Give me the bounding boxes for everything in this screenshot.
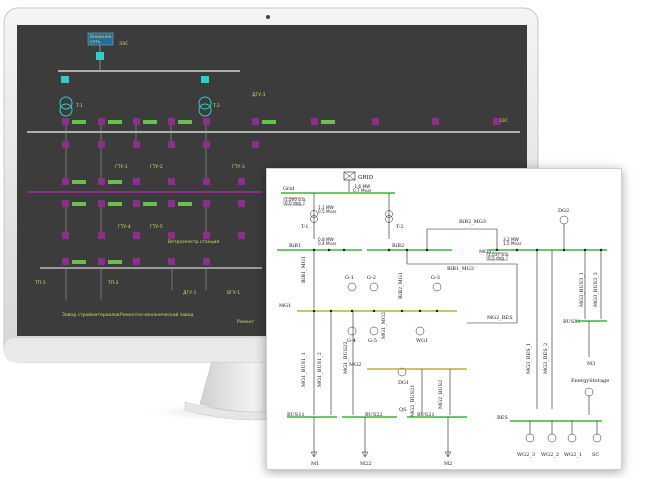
network-diagram: GRID -1,6 MW 0,7 Mvar Grid 1,000 p.u. 0,… bbox=[277, 171, 609, 467]
screen-label-t2: T-2 bbox=[212, 103, 220, 109]
mg2-bus2-label: MG2_BUS2 bbox=[438, 380, 444, 409]
mg1-label: MG1 bbox=[279, 303, 291, 309]
screen-label-t1: T-1 bbox=[75, 103, 83, 109]
bib2-mg1-label: BiB2_MG1 bbox=[398, 272, 404, 299]
m3-label: M3 bbox=[587, 361, 595, 367]
g2-label: G-2 bbox=[367, 275, 376, 281]
wg2-1-label: WG2_1 bbox=[564, 452, 582, 458]
screen-label-dgu1: ДГУ-1 bbox=[183, 290, 197, 296]
screen-label-tp2: ТП-2 bbox=[107, 280, 119, 286]
mg3-res-1-label: MG3_RES_1 bbox=[526, 343, 532, 374]
g1-label: G-1 bbox=[345, 275, 354, 281]
voltage-label: 1,037 p.u. bbox=[488, 252, 509, 257]
screen-label-gtu1: ГТУ-1 bbox=[115, 164, 128, 170]
bib2-mg3-label: BiB2_MG3 bbox=[459, 219, 486, 225]
screen-label-vetro: Ветроэлектр.станция bbox=[168, 239, 220, 245]
voltage-label: 1,000 p.u. bbox=[285, 197, 306, 202]
flow-label: -1,6 MW bbox=[353, 184, 370, 189]
g4-label: G-4 bbox=[347, 338, 356, 344]
mg3-bus3-2-label: MG3_BUS3_2 bbox=[593, 272, 599, 307]
bib2-label: BiB2 bbox=[392, 243, 404, 249]
screen-label-gtu4: ГТУ-4 bbox=[118, 224, 131, 230]
mg2-res-label: MG2_RES bbox=[487, 315, 513, 321]
m1-label: M1 bbox=[311, 461, 319, 467]
grid-bus-label: Grid bbox=[283, 186, 295, 192]
energy-storage-label: EnergyStorage bbox=[571, 378, 609, 384]
screen-label-gtu3: ГТУ-3 bbox=[232, 164, 245, 170]
mg1-mg2-label: MG1_MG2 bbox=[381, 312, 387, 339]
mg1-bus1-1-label: MG1_BUS1_1 bbox=[301, 352, 307, 387]
bus22-label: BUS22 bbox=[365, 412, 383, 418]
g5-label: G-5 bbox=[368, 338, 377, 344]
g3-label: G-3 bbox=[431, 275, 440, 281]
flow-label: 1,1 MW bbox=[318, 205, 334, 210]
bib1-mg3-label: BiB1_MG3 bbox=[447, 266, 474, 272]
qs-label: QS bbox=[399, 407, 407, 413]
sc-label: SC bbox=[592, 452, 599, 458]
dg1-label: DG1 bbox=[398, 380, 409, 386]
wg1-label: WG1 bbox=[416, 338, 428, 344]
flow-label: 1,5 Mvar bbox=[503, 241, 522, 246]
bus31-label: BUS31 bbox=[563, 319, 581, 325]
mg3-res-2-label: MG3_RES_2 bbox=[543, 343, 549, 374]
mg2-label: MG2 bbox=[349, 362, 361, 368]
mg1-bus22-label: MG1_BUS22 bbox=[343, 342, 349, 374]
m2-label: M2 bbox=[444, 461, 452, 467]
wg2-3-label: WG2_3 bbox=[517, 452, 535, 458]
flow-label: 0,7 Mvar bbox=[353, 188, 372, 193]
voltage-label: 0,5 deg bbox=[488, 256, 504, 261]
t2-label: T-2 bbox=[396, 224, 404, 230]
flow-label: 0,4 Mvar bbox=[318, 241, 337, 246]
flow-label: 3,2 MW bbox=[503, 237, 519, 242]
flow-label: 0,5 Mvar bbox=[318, 209, 337, 214]
screen-label-reminder: Ремонт bbox=[237, 319, 255, 325]
screen-label-dgu3: ДГУ-3 bbox=[252, 92, 266, 98]
bus21-label: BUS21 bbox=[417, 412, 435, 418]
mg3-bus3-1-label: MG3_BUS3_1 bbox=[579, 272, 585, 307]
mg1-bus1-2-label: MG1_BUS1_2 bbox=[317, 352, 323, 387]
grid-source-label: GRID bbox=[358, 175, 374, 181]
screen-label-des: ДЭС bbox=[498, 118, 508, 124]
dg2-label: DG2 bbox=[558, 208, 569, 214]
bus11-label: BUS11 bbox=[287, 412, 305, 418]
screen-label-tp1: ТП-1 bbox=[34, 280, 46, 286]
t1-label: T-1 bbox=[301, 224, 309, 230]
bib1-mg1-label: BiB1_MG1 bbox=[301, 256, 307, 283]
bib1-label: BiB1 bbox=[289, 243, 301, 249]
screen-label-zavod: Завод стройматериалов bbox=[62, 311, 120, 318]
res-label: RES bbox=[497, 415, 508, 421]
flow-label: 0,8 MW bbox=[318, 237, 334, 242]
screen-label-gtu2: ГТУ-2 bbox=[150, 164, 163, 170]
wg2-2-label: WG2_2 bbox=[541, 452, 559, 458]
screen-label-gtu5: ГТУ-5 bbox=[150, 224, 163, 230]
screen-label-ecs: ЭЭС bbox=[119, 41, 128, 47]
network-diagram-sheet: GRID -1,6 MW 0,7 Mvar Grid 1,000 p.u. 0,… bbox=[266, 168, 622, 470]
voltage-label: 0,0 deg bbox=[285, 201, 301, 206]
screen-label-remont: Ремонтно-механический завод bbox=[120, 311, 194, 318]
screen-label-vgu1: ВГУ-1 bbox=[227, 290, 240, 296]
m22-label: M22 bbox=[360, 461, 371, 467]
mg2-bus21-label: MG2_BUS21 bbox=[410, 385, 416, 417]
mg3-label: MG3 bbox=[479, 249, 491, 255]
